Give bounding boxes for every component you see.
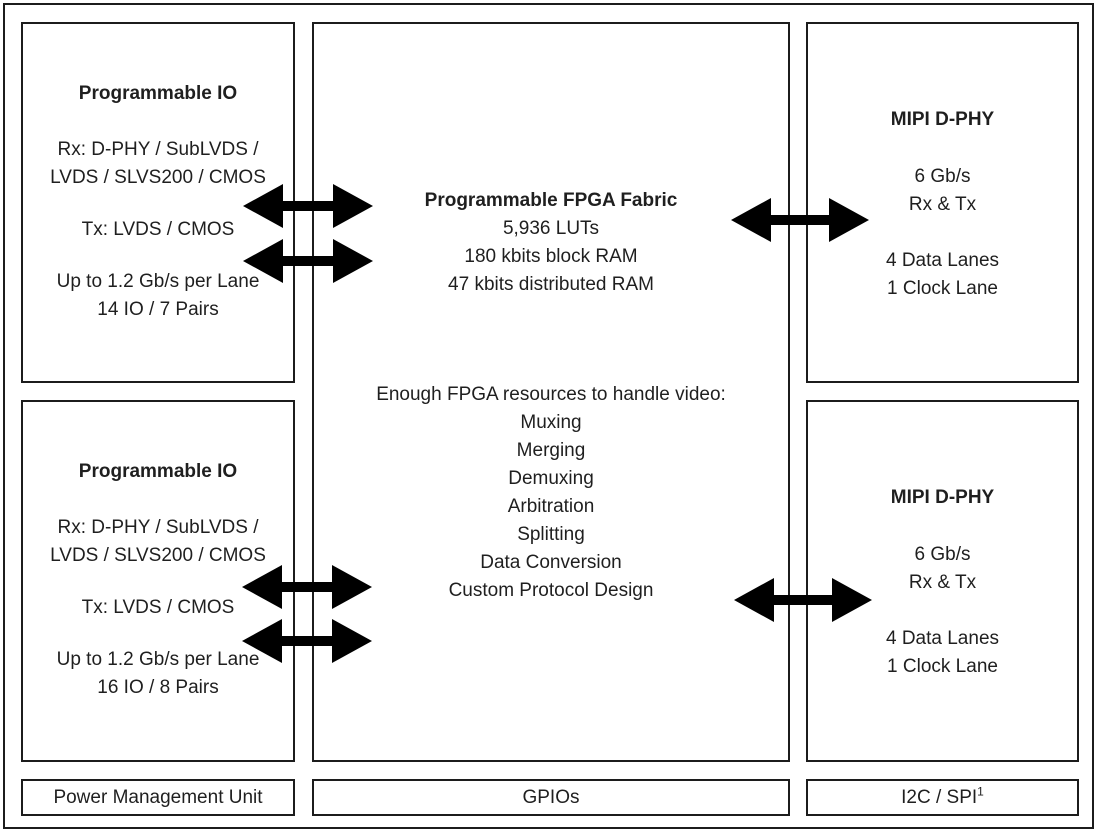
fabric-luts: 5,936 LUTs — [502, 218, 600, 239]
dphy-rxtx: Rx & Tx — [908, 194, 977, 215]
dphy-throughput: 6 Gb/s Rx & Tx — [808, 163, 1077, 219]
dphy-speed: 6 Gb/s — [914, 166, 971, 187]
video-feature: Custom Protocol Design — [448, 580, 654, 601]
gpios-label: GPIOs — [522, 786, 580, 808]
video-feature: Splitting — [517, 524, 585, 545]
fabric-distributed-ram: 47 kbits distributed RAM — [448, 274, 654, 295]
gpios-box: GPIOs — [312, 779, 790, 816]
rx-line-2: LVDS / SLVS200 / CMOS — [50, 167, 266, 188]
video-resources-heading: Enough FPGA resources to handle video: — [376, 384, 726, 405]
rx-line-2: LVDS / SLVS200 / CMOS — [50, 545, 266, 566]
dphy-clock-lane: 1 Clock Lane — [887, 278, 998, 299]
video-feature: Arbitration — [507, 496, 595, 517]
i2c-spi-label: I2C / SPI1 — [901, 784, 984, 808]
dphy-data-lanes: 4 Data Lanes — [885, 628, 1000, 649]
rx-line-1: Rx: D-PHY / SubLVDS / — [57, 517, 259, 538]
dphy-throughput: 6 Gb/s Rx & Tx — [808, 541, 1077, 597]
programmable-io-bottom-box: Programmable IO Rx: D-PHY / SubLVDS / LV… — [21, 400, 295, 762]
power-management-unit-box: Power Management Unit — [21, 779, 295, 816]
i2c-spi-box: I2C / SPI1 — [806, 779, 1079, 816]
dphy-rxtx: Rx & Tx — [908, 572, 977, 593]
diagram-outer-frame — [3, 3, 1094, 829]
box-title: MIPI D-PHY — [890, 109, 995, 130]
tx-capabilities: Tx: LVDS / CMOS — [81, 597, 235, 618]
fpga-fabric-box: Programmable FPGA Fabric 5,936 LUTs 180 … — [312, 22, 790, 762]
dphy-speed: 6 Gb/s — [914, 544, 971, 565]
io-pair-count: 16 IO / 8 Pairs — [97, 677, 219, 698]
box-title: Programmable FPGA Fabric — [424, 190, 678, 211]
mipi-dphy-top-box: MIPI D-PHY 6 Gb/s Rx & Tx 4 Data Lanes 1… — [806, 22, 1079, 383]
video-feature: Demuxing — [508, 468, 594, 489]
io-pair-count: 14 IO / 7 Pairs — [97, 299, 219, 320]
lane-speed: Up to 1.2 Gb/s per Lane — [56, 649, 260, 670]
box-title: Programmable IO — [78, 83, 238, 104]
mipi-dphy-bottom-box: MIPI D-PHY 6 Gb/s Rx & Tx 4 Data Lanes 1… — [806, 400, 1079, 762]
lane-speed: Up to 1.2 Gb/s per Lane — [56, 271, 260, 292]
video-feature: Data Conversion — [480, 552, 622, 573]
footnote-superscript: 1 — [977, 784, 984, 799]
rx-capabilities: Rx: D-PHY / SubLVDS / LVDS / SLVS200 / C… — [23, 136, 293, 192]
dphy-clock-lane: 1 Clock Lane — [887, 656, 998, 677]
programmable-io-top-box: Programmable IO Rx: D-PHY / SubLVDS / LV… — [21, 22, 295, 383]
box-title: Programmable IO — [78, 461, 238, 482]
box-title: MIPI D-PHY — [890, 487, 995, 508]
rx-capabilities: Rx: D-PHY / SubLVDS / LVDS / SLVS200 / C… — [23, 514, 293, 570]
dphy-data-lanes: 4 Data Lanes — [885, 250, 1000, 271]
video-feature: Merging — [516, 440, 586, 461]
rx-line-1: Rx: D-PHY / SubLVDS / — [57, 139, 259, 160]
video-feature-list: Muxing Merging Demuxing Arbitration Spli… — [314, 409, 788, 605]
video-feature: Muxing — [520, 412, 582, 433]
lane-specs: Up to 1.2 Gb/s per Lane 16 IO / 8 Pairs — [23, 646, 293, 702]
dphy-lane-counts: 4 Data Lanes 1 Clock Lane — [808, 625, 1077, 681]
tx-capabilities: Tx: LVDS / CMOS — [81, 219, 235, 240]
lane-specs: Up to 1.2 Gb/s per Lane 14 IO / 7 Pairs — [23, 268, 293, 324]
dphy-lane-counts: 4 Data Lanes 1 Clock Lane — [808, 247, 1077, 303]
fabric-block-ram: 180 kbits block RAM — [464, 246, 638, 267]
pmu-label: Power Management Unit — [53, 786, 263, 808]
